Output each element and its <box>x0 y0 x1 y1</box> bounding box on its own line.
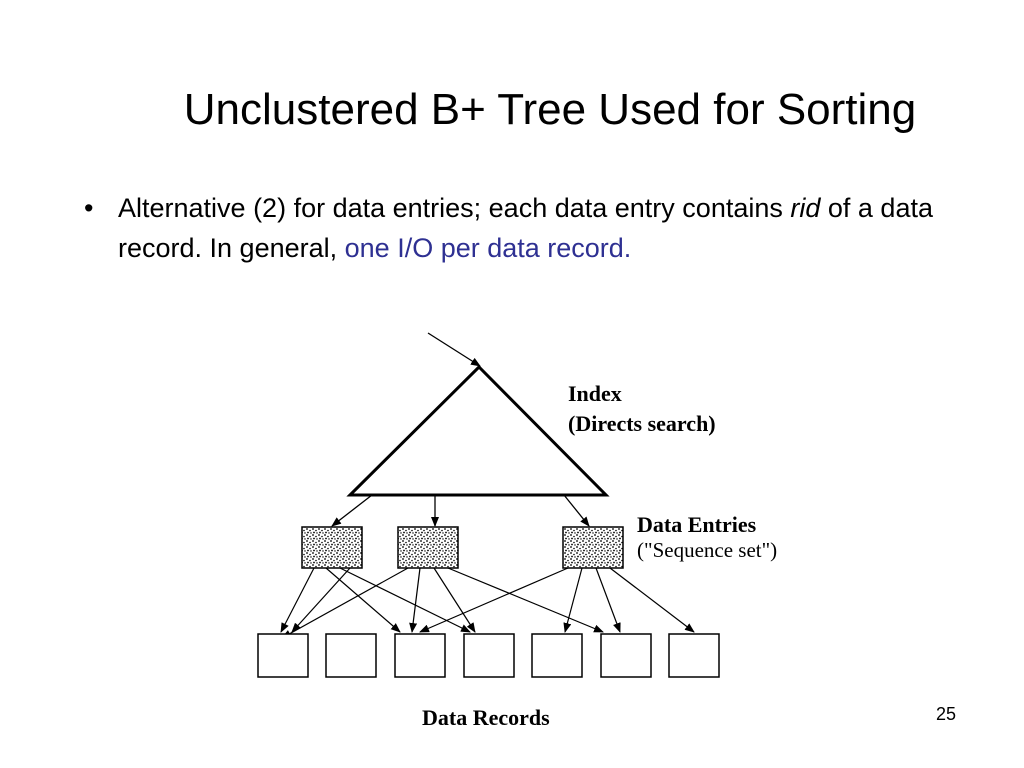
bullet-text-part1: Alternative (2) for data entries; each d… <box>118 193 791 223</box>
data-entries-sublabel: ("Sequence set") <box>637 538 778 562</box>
bullet-item: • Alternative (2) for data entries; each… <box>84 188 964 268</box>
bullet-text-part2: of a data record. In general, <box>118 193 933 263</box>
data-entry-page-1 <box>301 526 363 569</box>
index-triangle <box>346 364 610 497</box>
data-entry-page-2 <box>397 526 459 569</box>
data-record-page-2 <box>325 633 377 678</box>
page-number: 25 <box>936 704 957 724</box>
data-records-label: Data Records <box>422 705 550 730</box>
data-record-page-1 <box>257 633 309 678</box>
data-record-page-4 <box>463 633 515 678</box>
data-record-page-7 <box>668 633 720 678</box>
root-pointer-arrow <box>427 332 481 367</box>
bullet-text-highlight: one I/O per data record. <box>344 233 632 263</box>
data-record-page-3 <box>394 633 446 678</box>
index-to-entries-arrows <box>331 494 590 527</box>
slide-title: Unclustered B+ Tree Used for Sorting <box>183 85 917 134</box>
data-entries-label: Data Entries <box>637 512 757 537</box>
bullet-text: Alternative (2) for data entries; each d… <box>118 188 964 268</box>
entry-to-record-arrows <box>280 567 695 639</box>
index-label: Index <box>568 381 622 406</box>
index-sublabel: (Directs search) <box>568 411 716 436</box>
bullet-marker: • <box>84 193 94 223</box>
bullet-text-italic: rid <box>790 193 821 223</box>
data-entry-page-3 <box>562 526 624 569</box>
data-record-page-6 <box>600 633 652 678</box>
data-record-page-5 <box>531 633 583 678</box>
